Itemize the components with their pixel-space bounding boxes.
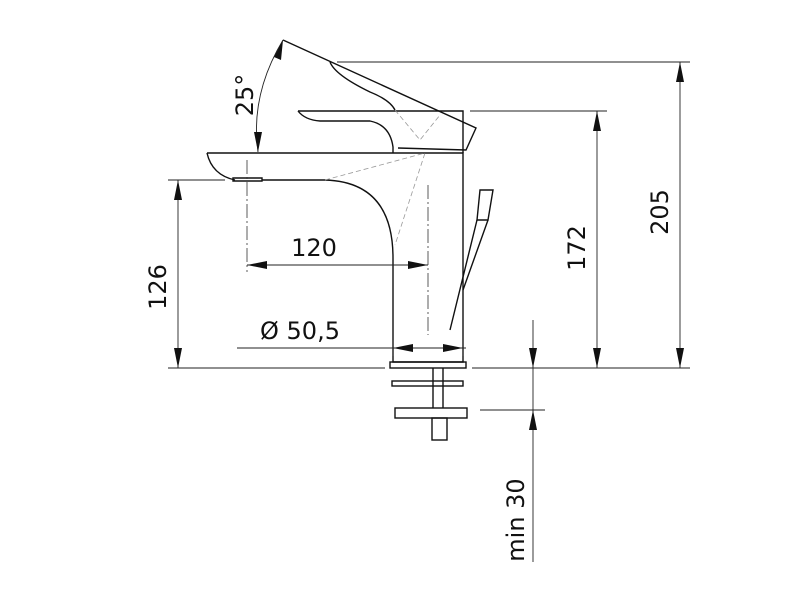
spout-projection-label: 120 bbox=[291, 234, 337, 262]
dimension-lever-angle: 25° bbox=[231, 39, 284, 153]
dimension-body-diameter: Ø 50,5 bbox=[237, 317, 466, 352]
drain-rod bbox=[449, 189, 494, 331]
body-diameter-label: Ø 50,5 bbox=[260, 317, 340, 345]
lever-height-label: 172 bbox=[563, 225, 591, 271]
lever-open bbox=[282, 39, 477, 151]
mounting-hardware bbox=[389, 361, 468, 441]
dimension-spout-height: 126 bbox=[144, 180, 182, 368]
spout-height-label: 126 bbox=[144, 264, 172, 310]
lever-angle-label: 25° bbox=[231, 74, 259, 117]
dimension-min-thickness: min 30 bbox=[502, 320, 537, 562]
dimension-spout-projection: 120 bbox=[247, 234, 428, 269]
dimension-lever-height: 172 bbox=[563, 111, 601, 368]
dimension-total-height: 205 bbox=[646, 62, 684, 368]
lever-closed bbox=[297, 110, 464, 153]
extension-lines bbox=[168, 61, 690, 411]
min-thickness-label: min 30 bbox=[502, 478, 530, 561]
total-height-label: 205 bbox=[646, 189, 674, 235]
